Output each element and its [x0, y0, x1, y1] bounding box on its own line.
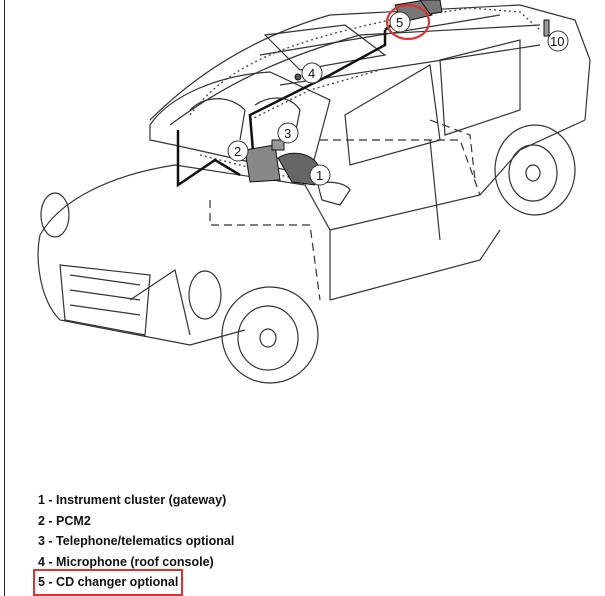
- legend-item-telephone: 3 - Telephone/telematics optional: [38, 534, 235, 548]
- legend-item-pcm2: 2 - PCM2: [38, 513, 91, 528]
- legend-item-cd-changer: 5 - CD changer optional: [33, 569, 183, 596]
- wiring-dashed: [209, 119, 481, 301]
- svg-text:5: 5: [396, 15, 403, 30]
- svg-text:4: 4: [308, 66, 315, 81]
- callout-3: 3: [277, 122, 299, 144]
- component-10: [543, 19, 550, 37]
- callout-4: 4: [301, 62, 323, 84]
- svg-text:3: 3: [284, 126, 291, 141]
- legend: 1 - Instrument cluster (gateway) 2 - PCM…: [33, 490, 235, 596]
- callout-2: 2: [227, 140, 249, 162]
- legend-item-microphone: 4 - Microphone (roof console): [38, 554, 214, 569]
- pcm2-unit: [244, 144, 281, 183]
- vehicle-diagram: 1 2 3 4 5 10: [37, 0, 591, 384]
- callout-10: 10: [547, 30, 569, 52]
- callout-5-highlight-ring: [385, 3, 431, 41]
- svg-text:10: 10: [550, 34, 564, 49]
- callout-1: 1: [309, 164, 331, 186]
- microphone: [294, 73, 302, 81]
- callout-5: 5: [389, 11, 411, 33]
- svg-text:2: 2: [234, 144, 241, 159]
- car-outline: [37, 4, 591, 384]
- legend-item-instrument-cluster: 1 - Instrument cluster (gateway): [38, 493, 227, 507]
- telephone-module: [271, 139, 285, 151]
- page-left-border: [4, 0, 5, 596]
- svg-text:1: 1: [316, 168, 323, 183]
